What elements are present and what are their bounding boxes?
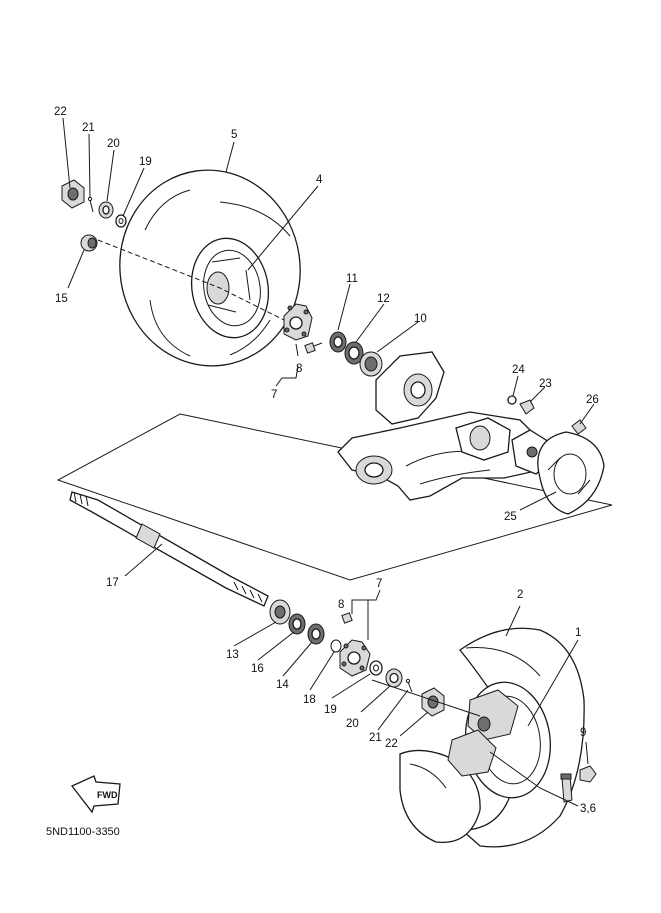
wheel-rim-part-1 xyxy=(447,681,552,799)
nut-part-20-upper xyxy=(98,201,114,219)
callout-22-upper: 22 xyxy=(54,106,67,118)
nut-part-22-lower xyxy=(421,687,445,717)
callout-14: 14 xyxy=(276,679,289,691)
callout-2: 2 xyxy=(517,589,523,601)
bolt-part-26 xyxy=(571,419,587,435)
brake-disc-guard-part-25 xyxy=(537,431,605,515)
nut-part-22-upper xyxy=(61,179,85,209)
hub-part-7-lower xyxy=(339,639,371,677)
callout-7-upper: 7 xyxy=(271,389,277,401)
pin-part-21-upper xyxy=(87,196,94,213)
callout-19-lower: 19 xyxy=(324,704,337,716)
bolt-part-23 xyxy=(519,399,535,415)
callout-25: 25 xyxy=(504,511,517,523)
callout-26: 26 xyxy=(586,394,599,406)
callout-1: 1 xyxy=(575,627,581,639)
bolt-part-8-upper xyxy=(304,342,323,354)
callout-11: 11 xyxy=(346,273,358,285)
seal-part-16 xyxy=(288,613,306,635)
seal-part-11 xyxy=(329,331,347,353)
washer-part-24 xyxy=(507,395,517,405)
callout-21-lower: 21 xyxy=(369,732,382,744)
callout-23: 23 xyxy=(539,378,552,390)
callout-15: 15 xyxy=(55,293,68,305)
bearing-part-10 xyxy=(359,351,383,377)
leader-lines xyxy=(62,117,595,807)
fwd-arrow-icon: FWD xyxy=(70,775,121,814)
callout-17: 17 xyxy=(106,577,119,589)
wheel-rim-part-4 xyxy=(190,237,270,339)
nut-part-20-lower xyxy=(385,668,403,688)
pin-part-21-lower xyxy=(405,678,413,693)
callout-4: 4 xyxy=(316,174,323,186)
callout-21-upper: 21 xyxy=(82,122,95,134)
bolt-part-8-lower xyxy=(341,612,353,624)
diagram-code: 5ND1100-3350 xyxy=(46,826,120,838)
callout-12: 12 xyxy=(377,293,390,305)
valve-part-3-6 xyxy=(560,773,573,803)
axle-centerline xyxy=(97,239,301,329)
bearing-part-13 xyxy=(269,599,291,625)
callout-5: 5 xyxy=(231,129,237,141)
callout-20-upper: 20 xyxy=(107,138,120,150)
seal-part-14 xyxy=(307,623,325,645)
callout-18: 18 xyxy=(303,694,316,706)
hub-part-7-upper xyxy=(283,303,313,341)
callout-labels: 22 21 20 19 5 4 15 11 12 10 8 7 24 23 26… xyxy=(54,106,599,815)
washer-part-19-upper xyxy=(115,214,127,228)
callout-8-lower: 8 xyxy=(338,599,344,611)
callout-16: 16 xyxy=(251,663,264,675)
washer-part-19-lower xyxy=(369,660,383,676)
right-wheel-assembly xyxy=(399,627,597,848)
callout-10: 10 xyxy=(414,313,427,325)
nut-part-9 xyxy=(579,765,597,783)
left-wheel-assembly xyxy=(61,169,383,377)
callout-19-upper: 19 xyxy=(139,156,152,168)
callout-20-lower: 20 xyxy=(346,718,359,730)
cap-part-15 xyxy=(80,234,98,252)
callout-3-6: 3,6 xyxy=(580,803,596,815)
callout-22-lower: 22 xyxy=(385,738,398,750)
axle-shaft-part-17 xyxy=(69,491,269,607)
fwd-label: FWD xyxy=(97,790,118,800)
callout-7-lower: 7 xyxy=(376,578,382,590)
callout-8-upper: 8 xyxy=(296,363,302,375)
knuckle-swingarm-assembly xyxy=(337,351,557,501)
oring-part-18 xyxy=(330,639,342,653)
callout-13: 13 xyxy=(226,649,239,661)
callout-9: 9 xyxy=(580,727,586,739)
callout-24: 24 xyxy=(512,364,525,376)
seal-part-12 xyxy=(344,341,364,365)
